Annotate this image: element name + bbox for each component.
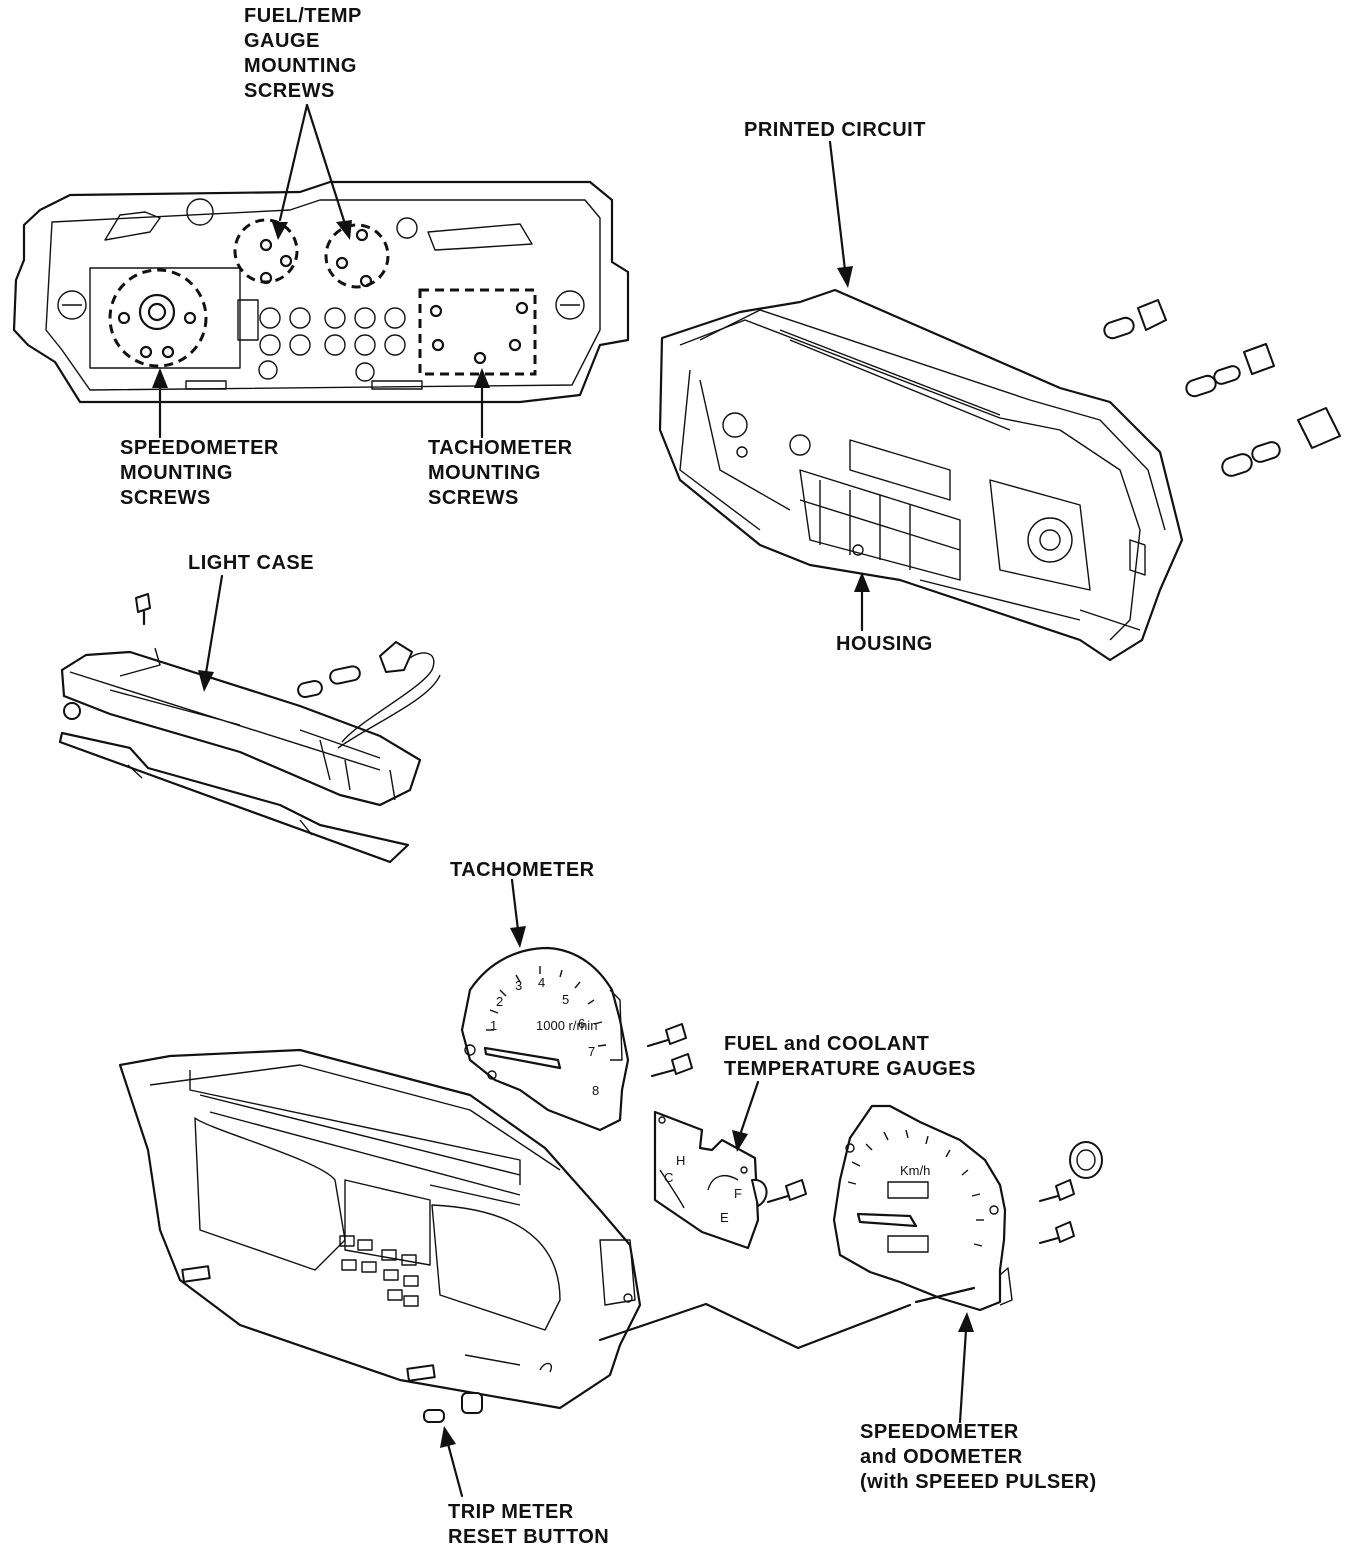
label-light-case: LIGHT CASE	[188, 552, 315, 574]
label-speedometer-mounting-screws: SPEEDOMETER MOUNTING SCREWS	[120, 436, 279, 511]
light-case-part	[58, 593, 441, 864]
tach-number-6: 6	[578, 1016, 585, 1031]
tach-needle	[483, 1046, 562, 1070]
housing-part	[658, 288, 1184, 662]
speedo-needle	[856, 1212, 918, 1228]
label-line: TEMPERATURE GAUGES	[724, 1058, 976, 1080]
label-line: FUEL and COOLANT	[724, 1033, 930, 1055]
indicator-buttons	[339, 1235, 419, 1307]
speedo-scale-ticks	[847, 1129, 984, 1247]
label-line: SPEEDOMETER	[860, 1421, 1019, 1443]
label-line: and ODOMETER	[860, 1446, 1023, 1468]
tach-number-5: 5	[562, 992, 569, 1007]
label-tachometer-mounting-screws: TACHOMETER MOUNTING SCREWS	[428, 436, 573, 511]
label-line: SCREWS	[120, 487, 211, 509]
tachometer-part: 1 2 3 4 5 6 7 8 1000 r/min	[460, 946, 630, 1132]
leader-arrows-bottom	[440, 878, 974, 1498]
grommet-grid	[258, 307, 406, 382]
tach-number-7: 7	[588, 1044, 595, 1059]
label-line: RESET BUTTON	[448, 1526, 610, 1548]
tach-number-2: 2	[496, 994, 503, 1009]
leader-arrow-light-case	[198, 574, 224, 692]
label-fuel-temp-gauge-mounting-screws: FUEL/TEMP GAUGE MOUNTING SCREWS	[244, 4, 362, 104]
tachometer-screws	[646, 1023, 693, 1078]
label-housing: HOUSING	[836, 633, 933, 655]
label-fuel-and-coolant-temperature-gauges: FUEL and COOLANT TEMPERATURE GAUGES	[724, 1032, 976, 1082]
cluster-front-part	[118, 1048, 642, 1423]
label-line: SCREWS	[244, 80, 335, 102]
label-line: TACHOMETER	[428, 437, 573, 459]
label-line: MOUNTING	[244, 55, 357, 77]
fuel-mark-f: F	[734, 1186, 742, 1201]
temp-gauge-screw-circle	[324, 223, 390, 289]
label-line: MOUNTING	[428, 462, 541, 484]
leader-arrows-top-right	[828, 140, 870, 632]
label-trip-meter-reset-button: TRIP METER RESET BUTTON	[448, 1500, 609, 1550]
leader-arrows-top-left	[152, 103, 490, 439]
label-line: TRIP METER	[448, 1501, 574, 1523]
fuel-mark-e: E	[720, 1210, 729, 1225]
bulbs-and-sockets	[1103, 299, 1341, 477]
speedometer-screw-circle	[108, 268, 208, 368]
label-line: SCREWS	[428, 487, 519, 509]
label-line: FUEL/TEMP	[244, 5, 362, 27]
temp-mark-h: H	[676, 1153, 685, 1168]
tach-number-1: 1	[490, 1018, 497, 1033]
tach-number-4: 4	[538, 975, 545, 990]
tach-number-8: 8	[592, 1083, 599, 1098]
label-speedometer-and-odometer: SPEEDOMETER and ODOMETER (with SPEEED PU…	[860, 1420, 1097, 1495]
label-line: SPEEDOMETER	[120, 437, 279, 459]
tachometer-screw-box	[418, 288, 537, 376]
speedo-unit: Km/h	[900, 1163, 930, 1178]
fuel-coolant-gauge-part: H C F E	[653, 1110, 807, 1250]
tach-number-3: 3	[515, 978, 522, 993]
label-line: GAUGE	[244, 30, 320, 52]
label-tachometer: TACHOMETER	[450, 859, 595, 881]
cluster-rear-view	[12, 180, 630, 404]
speedometer-part: Km/h	[832, 1104, 1103, 1312]
label-line: (with SPEEED PULSER)	[860, 1471, 1097, 1493]
speedo-seal-ring	[1069, 1141, 1103, 1179]
temp-mark-c: C	[664, 1170, 673, 1185]
label-line: MOUNTING	[120, 462, 233, 484]
tach-scale-ticks	[486, 966, 607, 1047]
tach-unit: 1000 r/min	[536, 1018, 597, 1033]
label-printed-circuit: PRINTED CIRCUIT	[744, 119, 926, 141]
speed-pulser-connection-line	[598, 1302, 912, 1350]
